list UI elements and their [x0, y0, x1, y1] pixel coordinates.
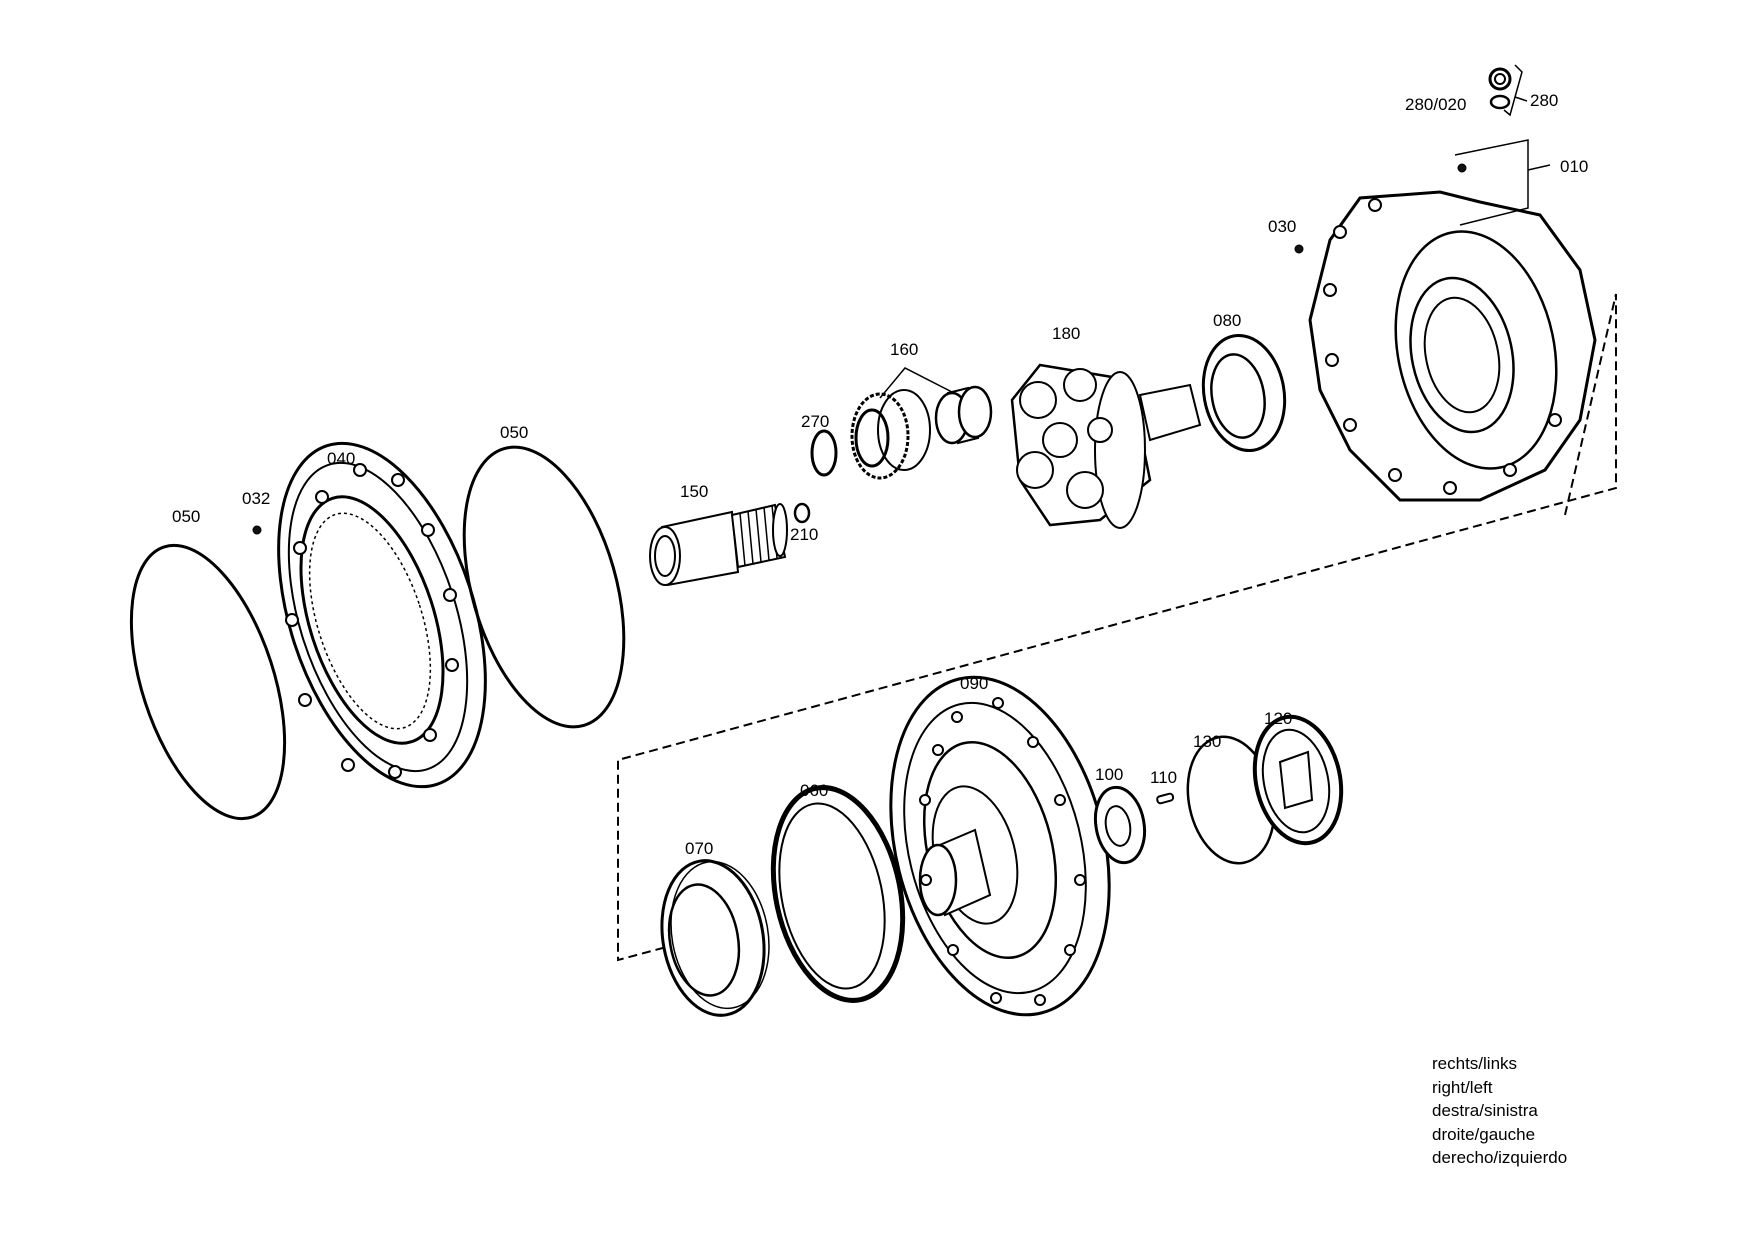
label-070: 070: [685, 839, 713, 858]
label-030: 030: [1268, 217, 1296, 236]
assembly-dashed-outline: [617, 293, 1617, 962]
label-100: 100: [1095, 765, 1123, 784]
part-210-snap-ring: [793, 502, 811, 524]
label-150: 150: [680, 482, 708, 501]
part-060-shaft-seal: [770, 785, 906, 1003]
part-100-slotted-nut: [1093, 785, 1147, 865]
leader-010-tick: [1527, 164, 1551, 171]
label-110: 110: [1150, 768, 1177, 787]
label-160: 160: [890, 340, 918, 359]
label-280-020: 280/020: [1405, 95, 1466, 114]
leader-010: [1454, 139, 1529, 226]
label-080: 080: [1213, 311, 1241, 330]
label-010: 010: [1560, 157, 1588, 176]
part-110-locking-pin: [1156, 792, 1175, 805]
legend-line-english: right/left: [1432, 1077, 1493, 1097]
part-070-taper-bearing: [660, 859, 770, 1017]
part-160-planet-gear: [850, 389, 931, 480]
part-032-pin: [252, 525, 262, 535]
label-210: 210: [790, 525, 818, 544]
label-032: 032: [242, 489, 270, 508]
part-150-sun-shaft: [649, 503, 788, 587]
legend-line-spanish: derecho/izquierdo: [1432, 1148, 1568, 1167]
part-080-taper-bearing: [1201, 333, 1287, 453]
part-180-planet-carrier: [1010, 363, 1202, 529]
legend-line-french: droite/gauche: [1432, 1124, 1536, 1144]
part-050-o-ring-right: [462, 445, 626, 729]
label-090: 090: [960, 674, 988, 693]
part-120-cover-plate: [1252, 714, 1344, 846]
label-120: 120: [1264, 709, 1292, 728]
part-number-labels: 010 030 032 040 050 050 060 070 080 090 …: [172, 91, 1588, 858]
part-030-plug: [1294, 244, 1304, 254]
label-180: 180: [1052, 324, 1080, 343]
part-010-screw: [1457, 163, 1467, 173]
label-040: 040: [327, 449, 355, 468]
label-050-left: 050: [172, 507, 200, 526]
label-050-right: 050: [500, 423, 528, 442]
legend-line-german: rechts/links: [1432, 1054, 1518, 1073]
part-160-bushing: [934, 385, 993, 445]
label-280: 280: [1530, 91, 1558, 110]
legend-line-italian: destra/sinistra: [1432, 1101, 1538, 1120]
part-040-ring-gear-carrier: [277, 441, 487, 789]
label-060: 060: [800, 781, 828, 800]
part-050-o-ring-left: [129, 543, 287, 821]
label-270: 270: [801, 412, 829, 431]
part-280-screw-plug: [1488, 64, 1528, 117]
label-130: 130: [1193, 732, 1221, 751]
leader-160: [879, 367, 953, 399]
part-090-wheel-hub: [889, 675, 1111, 1017]
part-270-thrust-washer: [810, 429, 838, 477]
part-010-housing: [1308, 190, 1597, 502]
language-legend: rechts/links right/left destra/sinistra …: [1432, 1052, 1567, 1170]
